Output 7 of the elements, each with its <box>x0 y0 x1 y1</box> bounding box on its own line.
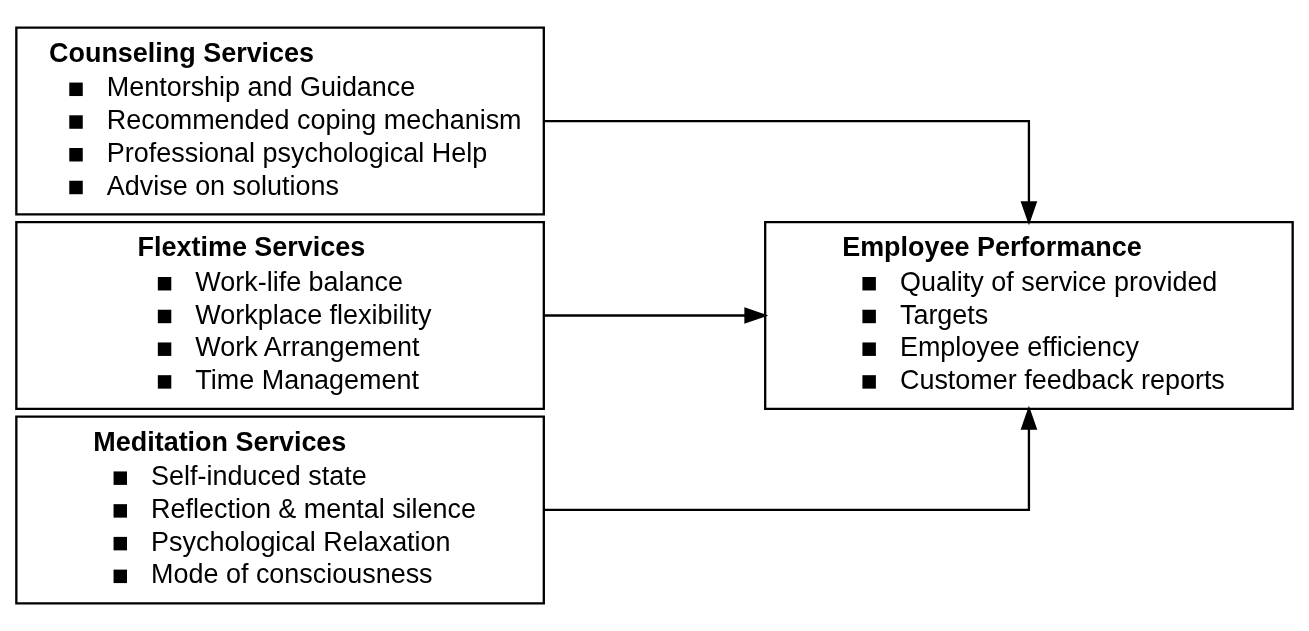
node-box: Counseling Services Mentorship and Guidance Recommended coping mechanism Professional psychological Help Advise on solutions <box>15 26 545 216</box>
node-box: Meditation Services Self-induced state Reflection & mental silence Psychological Relaxation Mode of consciousness <box>15 415 545 605</box>
node-box: Employee Performance Quality of service provided Targets Employee efficiency Customer feedback reports <box>764 220 1294 411</box>
arrow <box>544 307 769 324</box>
arrow <box>544 405 1038 512</box>
node-box: Flextime Services Work-life balance Workplace flexibility Work Arrangement Time Management <box>15 220 545 411</box>
arrow <box>544 119 1038 226</box>
